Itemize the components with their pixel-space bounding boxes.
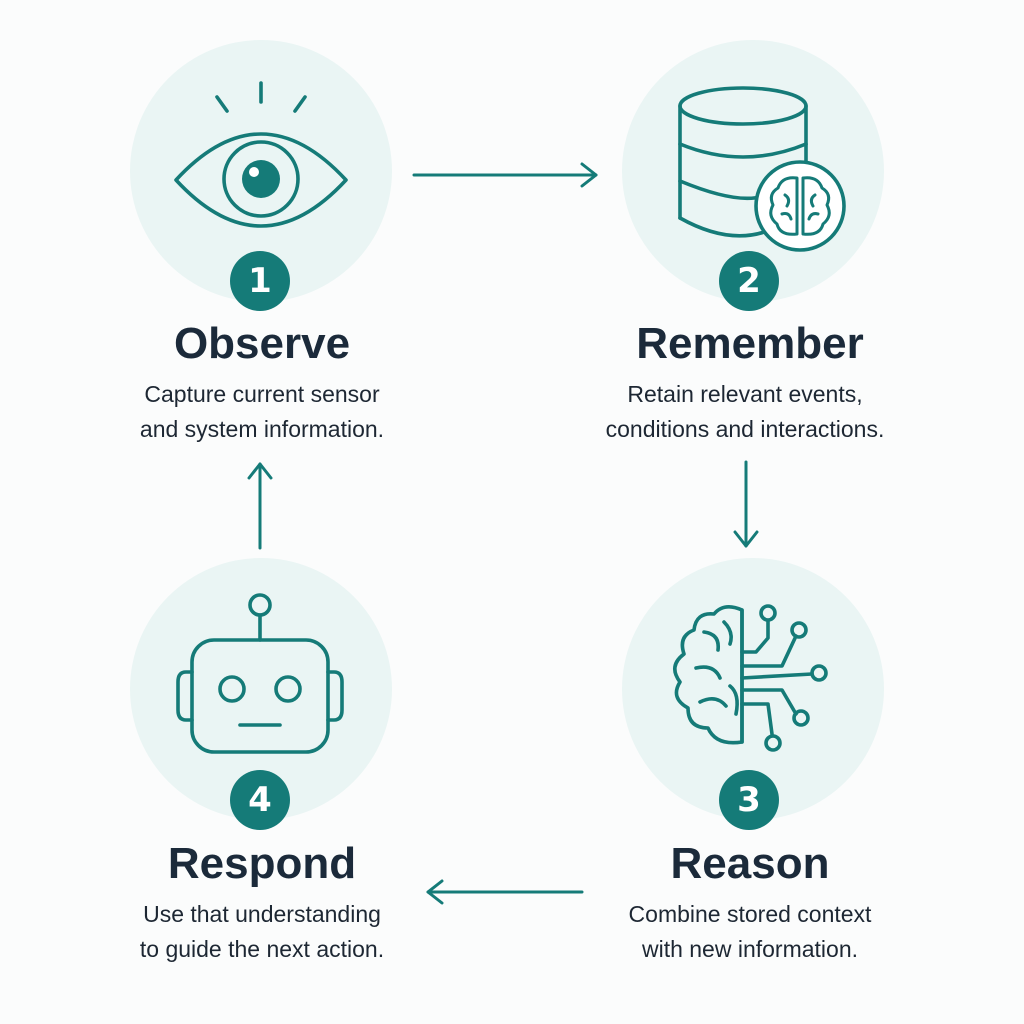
brain-circuit-icon	[673, 604, 828, 752]
step-3-title: Reason	[670, 839, 830, 888]
arrow-left-icon	[426, 879, 584, 905]
arrow-right-icon	[412, 162, 598, 188]
step-2-number-badge: 2	[719, 251, 779, 311]
step-4-description: Use that understanding to guide the next…	[72, 897, 452, 967]
database-brain-icon	[678, 86, 846, 252]
eye-icon	[174, 81, 348, 228]
step-4-description-line: Use that understanding	[143, 901, 381, 927]
robot-icon	[176, 593, 344, 754]
step-3-number-badge: 3	[719, 770, 779, 830]
step-2-title: Remember	[636, 319, 864, 368]
step-1-number-badge: 1	[230, 251, 290, 311]
step-3-description: Combine stored context with new informat…	[560, 897, 940, 967]
step-4-title: Respond	[167, 839, 357, 888]
step-1-title: Observe	[173, 319, 351, 368]
step-2-description-line: conditions and interactions.	[605, 416, 885, 442]
step-3-description-line: with new information.	[641, 936, 859, 962]
arrow-up-icon	[247, 462, 273, 550]
arrow-down-icon	[733, 460, 759, 548]
step-3-description-line: Combine stored context	[628, 901, 872, 927]
step-2-description: Retain relevant events, conditions and i…	[555, 377, 935, 447]
step-1-description-line: Capture current sensor	[144, 381, 380, 407]
step-2-description-line: Retain relevant events,	[627, 381, 863, 407]
step-4-number-badge: 4	[230, 770, 290, 830]
step-4-description-line: to guide the next action.	[139, 936, 385, 962]
step-1-description: Capture current sensor and system inform…	[72, 377, 452, 447]
step-1-description-line: and system information.	[139, 416, 385, 442]
